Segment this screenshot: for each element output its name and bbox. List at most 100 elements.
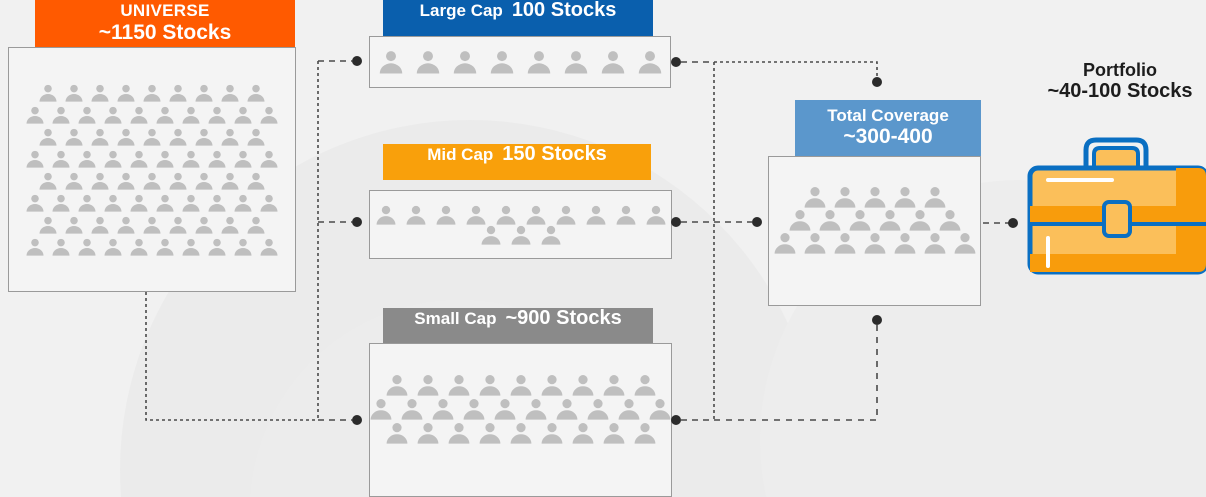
person-icon (130, 150, 148, 168)
mid-cap-people-box (369, 190, 672, 259)
person-icon (417, 423, 438, 444)
person-icon (386, 423, 407, 444)
person-icon (260, 150, 278, 168)
person-icon (195, 128, 213, 146)
person-icon (587, 399, 609, 420)
person-icon (541, 423, 562, 444)
person-icon (117, 128, 135, 146)
person-icon (586, 205, 605, 225)
person-row (38, 128, 266, 146)
person-icon (65, 172, 83, 190)
person-icon (864, 187, 885, 208)
person-icon (65, 216, 83, 234)
person-icon (52, 194, 70, 212)
person-icon (26, 238, 44, 256)
person-row (385, 374, 657, 396)
person-row (773, 232, 977, 254)
person-icon (65, 84, 83, 102)
person-icon (511, 225, 530, 245)
person-icon (376, 205, 395, 225)
person-icon (496, 205, 515, 225)
person-icon (572, 423, 593, 444)
person-icon (234, 238, 252, 256)
person-icon (39, 84, 57, 102)
person-row (385, 422, 657, 444)
person-icon (234, 194, 252, 212)
person-icon (247, 172, 265, 190)
person-icon (525, 399, 547, 420)
person-icon (195, 216, 213, 234)
person-icon (156, 106, 174, 124)
person-icon (924, 187, 945, 208)
portfolio-count: ~40-100 Stocks (1047, 80, 1193, 103)
person-icon (78, 150, 96, 168)
person-icon (616, 205, 635, 225)
person-icon (260, 194, 278, 212)
person-icon (646, 205, 665, 225)
person-icon (479, 375, 500, 396)
person-icon (143, 216, 161, 234)
person-row (25, 238, 279, 256)
person-row (480, 225, 562, 245)
person-icon (234, 106, 252, 124)
person-icon (26, 194, 44, 212)
person-icon (91, 172, 109, 190)
person-icon (494, 399, 516, 420)
person-icon (52, 238, 70, 256)
person-icon (78, 238, 96, 256)
person-icon (406, 205, 425, 225)
person-icon (618, 399, 640, 420)
person-icon (924, 233, 945, 254)
universe-label: UNIVERSE ~1150 Stocks (35, 0, 295, 47)
person-row (375, 205, 667, 225)
person-icon (52, 150, 70, 168)
universe-title: UNIVERSE (120, 1, 210, 21)
person-icon (221, 128, 239, 146)
person-icon (649, 399, 671, 420)
person-icon (104, 238, 122, 256)
person-icon (804, 187, 825, 208)
person-icon (156, 150, 174, 168)
person-icon (182, 194, 200, 212)
person-icon (490, 51, 513, 74)
person-icon (130, 194, 148, 212)
person-icon (834, 233, 855, 254)
person-icon (463, 399, 485, 420)
total-coverage-count: ~300-400 (843, 125, 933, 149)
person-icon (804, 233, 825, 254)
person-icon (52, 106, 70, 124)
total-coverage-people-box (768, 156, 981, 306)
person-icon (834, 187, 855, 208)
person-icon (247, 216, 265, 234)
person-icon (195, 172, 213, 190)
person-icon (39, 172, 57, 190)
person-icon (260, 238, 278, 256)
briefcase-icon (1027, 137, 1206, 275)
person-row (369, 398, 672, 420)
person-icon (541, 375, 562, 396)
person-icon (386, 375, 407, 396)
person-icon (104, 106, 122, 124)
person-icon (182, 238, 200, 256)
person-icon (864, 233, 885, 254)
total-coverage-title: Total Coverage (827, 105, 949, 125)
person-row (38, 172, 266, 190)
person-row (38, 216, 266, 234)
person-icon (556, 399, 578, 420)
person-icon (221, 84, 239, 102)
person-icon (26, 150, 44, 168)
person-icon (169, 84, 187, 102)
person-icon (247, 128, 265, 146)
person-icon (510, 375, 531, 396)
person-icon (143, 172, 161, 190)
small-cap-title: Small Cap (414, 309, 497, 328)
person-icon (182, 150, 200, 168)
person-icon (416, 51, 439, 74)
person-icon (208, 194, 226, 212)
person-icon (169, 172, 187, 190)
person-icon (479, 423, 500, 444)
large-cap-title: Large Cap (419, 1, 503, 20)
person-icon (208, 106, 226, 124)
portfolio-label: Portfolio ~40-100 Stocks (1020, 60, 1206, 103)
